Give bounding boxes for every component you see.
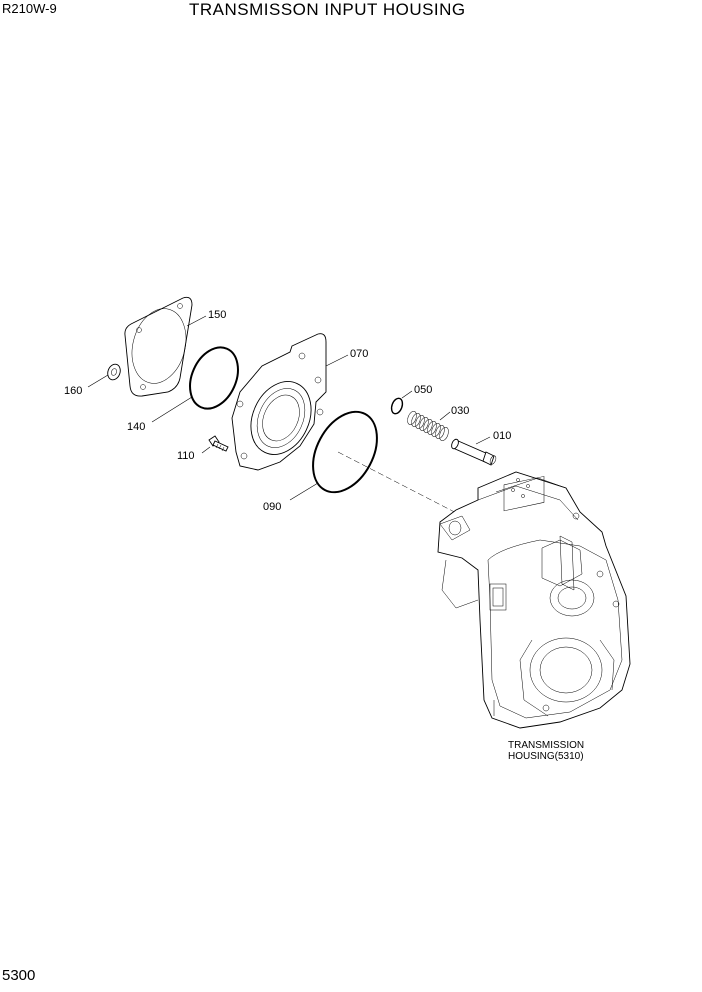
model-code: R210W-9 <box>2 1 57 16</box>
page-title: TRANSMISSON INPUT HOUSING <box>189 0 466 19</box>
part-070-input-housing <box>231 333 327 471</box>
callout-030: 030 <box>451 405 469 417</box>
callout-010: 010 <box>493 430 511 442</box>
part-010-piston <box>451 438 497 466</box>
part-140-o-ring <box>189 346 239 410</box>
transmission-housing-drawing <box>437 471 631 729</box>
callout-070: 070 <box>350 348 368 360</box>
part-160-washer <box>107 363 121 381</box>
part-150-gasket <box>124 296 193 397</box>
callout-150: 150 <box>208 309 226 321</box>
part-030-spring <box>407 411 449 441</box>
part-110-bolt <box>208 435 229 452</box>
page-number: 5300 <box>2 967 36 984</box>
callout-050: 050 <box>414 384 432 396</box>
part-050-o-ring <box>390 397 404 415</box>
assembly-axis-line <box>337 451 471 521</box>
callout-140: 140 <box>127 421 145 433</box>
housing-note-line1: TRANSMISSION <box>508 740 584 751</box>
callout-110: 110 <box>177 450 195 462</box>
part-090-o-ring <box>312 410 378 494</box>
housing-note-line2: HOUSING(5310) <box>508 751 584 762</box>
callout-090: 090 <box>263 501 281 513</box>
callout-160: 160 <box>64 385 82 397</box>
